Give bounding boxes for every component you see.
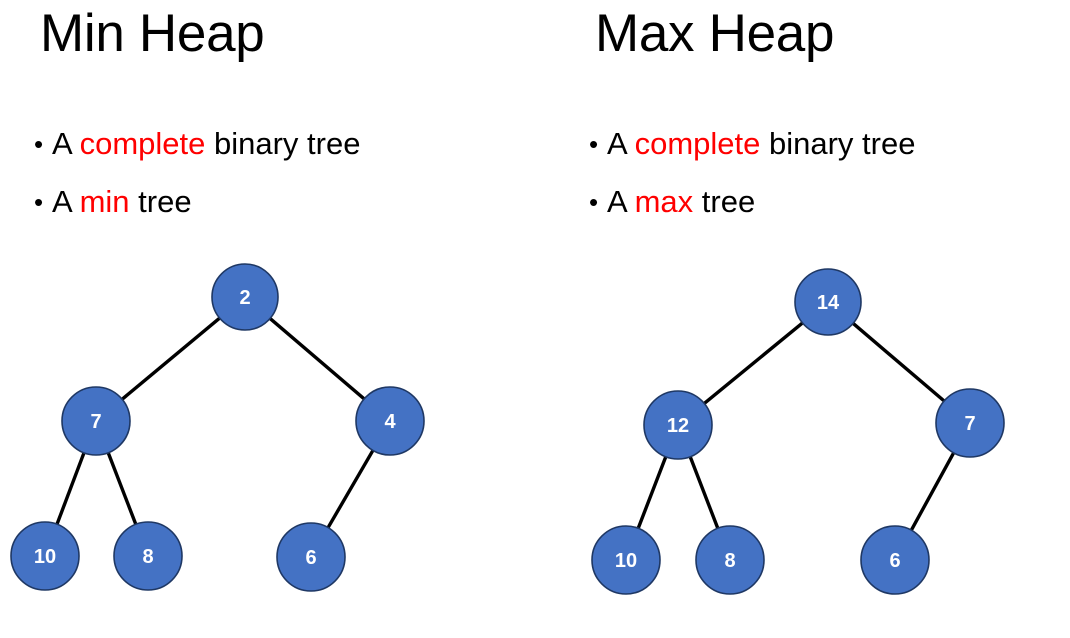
tree-node[interactable]: 10 bbox=[10, 521, 80, 591]
tree-node-circle[interactable] bbox=[355, 386, 425, 456]
column-max-heap: Max Heap • A complete binary tree • A max … bbox=[535, 0, 1070, 638]
tree-node-circle[interactable] bbox=[113, 521, 183, 591]
tree-node-label: 8 bbox=[724, 550, 735, 572]
tree-node[interactable]: 6 bbox=[276, 522, 346, 592]
tree-node-circle[interactable] bbox=[935, 388, 1005, 458]
list-item-text: A max tree bbox=[607, 173, 755, 231]
bullet-list-max-heap: • A complete binary tree • A max tree bbox=[589, 115, 1070, 231]
bullet-dot-icon: • bbox=[34, 187, 44, 217]
tree-node-circle[interactable] bbox=[591, 525, 661, 595]
tree-edge bbox=[105, 450, 139, 527]
tree-edge bbox=[850, 320, 947, 404]
tree-node-label: 6 bbox=[889, 550, 900, 572]
text-run: A bbox=[607, 184, 635, 219]
tree-node-label: 10 bbox=[615, 550, 637, 572]
tree-node-circle[interactable] bbox=[794, 268, 862, 336]
text-run: binary tree bbox=[205, 126, 361, 161]
min-heap-tree-svg: 2 7 4 10 8 6 bbox=[10, 263, 425, 592]
tree-node-circle[interactable] bbox=[695, 525, 765, 595]
tree-edge bbox=[635, 454, 669, 531]
tree-node-label: 7 bbox=[90, 411, 101, 433]
tree-diagram-min-heap: 2 7 4 10 8 6 bbox=[10, 263, 425, 592]
tree-node[interactable]: 6 bbox=[860, 525, 930, 595]
text-run: tree bbox=[693, 184, 756, 219]
tree-node-label: 14 bbox=[817, 292, 840, 314]
tree-edge bbox=[908, 450, 957, 533]
tree-node[interactable]: 4 bbox=[355, 386, 425, 456]
text-run: A bbox=[52, 126, 80, 161]
tree-node-label: 10 bbox=[34, 546, 56, 568]
highlight-run: complete bbox=[634, 126, 761, 161]
tree-node-label: 7 bbox=[964, 413, 975, 435]
list-item: • A complete binary tree bbox=[589, 115, 1070, 173]
bullet-dot-icon: • bbox=[589, 187, 599, 217]
tree-node-label: 2 bbox=[239, 287, 250, 309]
tree-edge bbox=[54, 450, 87, 527]
page-title-max-heap: Max Heap bbox=[595, 4, 835, 63]
column-min-heap: Min Heap • A complete binary tree • A min … bbox=[10, 4, 534, 592]
page-title-min-heap: Min Heap bbox=[40, 4, 265, 63]
tree-node-label: 12 bbox=[667, 415, 689, 437]
tree-node-circle[interactable] bbox=[211, 263, 279, 331]
tree-edge bbox=[687, 454, 721, 531]
bullet-dot-icon: • bbox=[34, 129, 44, 159]
tree-diagram-max-heap: 14 12 7 10 8 6 bbox=[535, 0, 1070, 638]
tree-edge bbox=[701, 320, 806, 407]
text-run: A bbox=[607, 126, 635, 161]
text-run: tree bbox=[129, 184, 192, 219]
list-item-text: A complete binary tree bbox=[52, 115, 360, 173]
tree-node-label: 4 bbox=[384, 411, 396, 433]
text-run: A bbox=[52, 184, 80, 219]
highlight-run: complete bbox=[79, 126, 206, 161]
tree-node-circle[interactable] bbox=[276, 522, 346, 592]
bullet-dot-icon: • bbox=[589, 129, 599, 159]
tree-node[interactable]: 8 bbox=[113, 521, 183, 591]
tree-node-circle[interactable] bbox=[10, 521, 80, 591]
tree-edge bbox=[119, 315, 223, 402]
tree-node-label: 6 bbox=[305, 547, 316, 569]
text-run: binary tree bbox=[760, 126, 916, 161]
tree-edge bbox=[325, 447, 376, 531]
max-heap-tree-svg: 14 12 7 10 8 6 bbox=[591, 268, 1005, 595]
tree-node-circle[interactable] bbox=[643, 390, 713, 460]
tree-edge bbox=[267, 315, 367, 402]
tree-node-label: 8 bbox=[142, 546, 153, 568]
tree-node[interactable]: 2 bbox=[211, 263, 279, 331]
tree-node-circle[interactable] bbox=[860, 525, 930, 595]
tree-node[interactable]: 10 bbox=[591, 525, 661, 595]
list-item: • A min tree bbox=[34, 173, 534, 231]
bullet-list-min-heap: • A complete binary tree • A min tree bbox=[34, 115, 534, 231]
list-item: • A max tree bbox=[589, 173, 1070, 231]
list-item-text: A complete binary tree bbox=[607, 115, 915, 173]
tree-node[interactable]: 14 bbox=[794, 268, 862, 336]
list-item: • A complete binary tree bbox=[34, 115, 534, 173]
highlight-run: max bbox=[634, 184, 694, 219]
tree-node[interactable]: 7 bbox=[61, 386, 131, 456]
list-item-text: A min tree bbox=[52, 173, 192, 231]
tree-node[interactable]: 7 bbox=[935, 388, 1005, 458]
highlight-run: min bbox=[79, 184, 130, 219]
tree-node[interactable]: 12 bbox=[643, 390, 713, 460]
tree-node-circle[interactable] bbox=[61, 386, 131, 456]
tree-node[interactable]: 8 bbox=[695, 525, 765, 595]
